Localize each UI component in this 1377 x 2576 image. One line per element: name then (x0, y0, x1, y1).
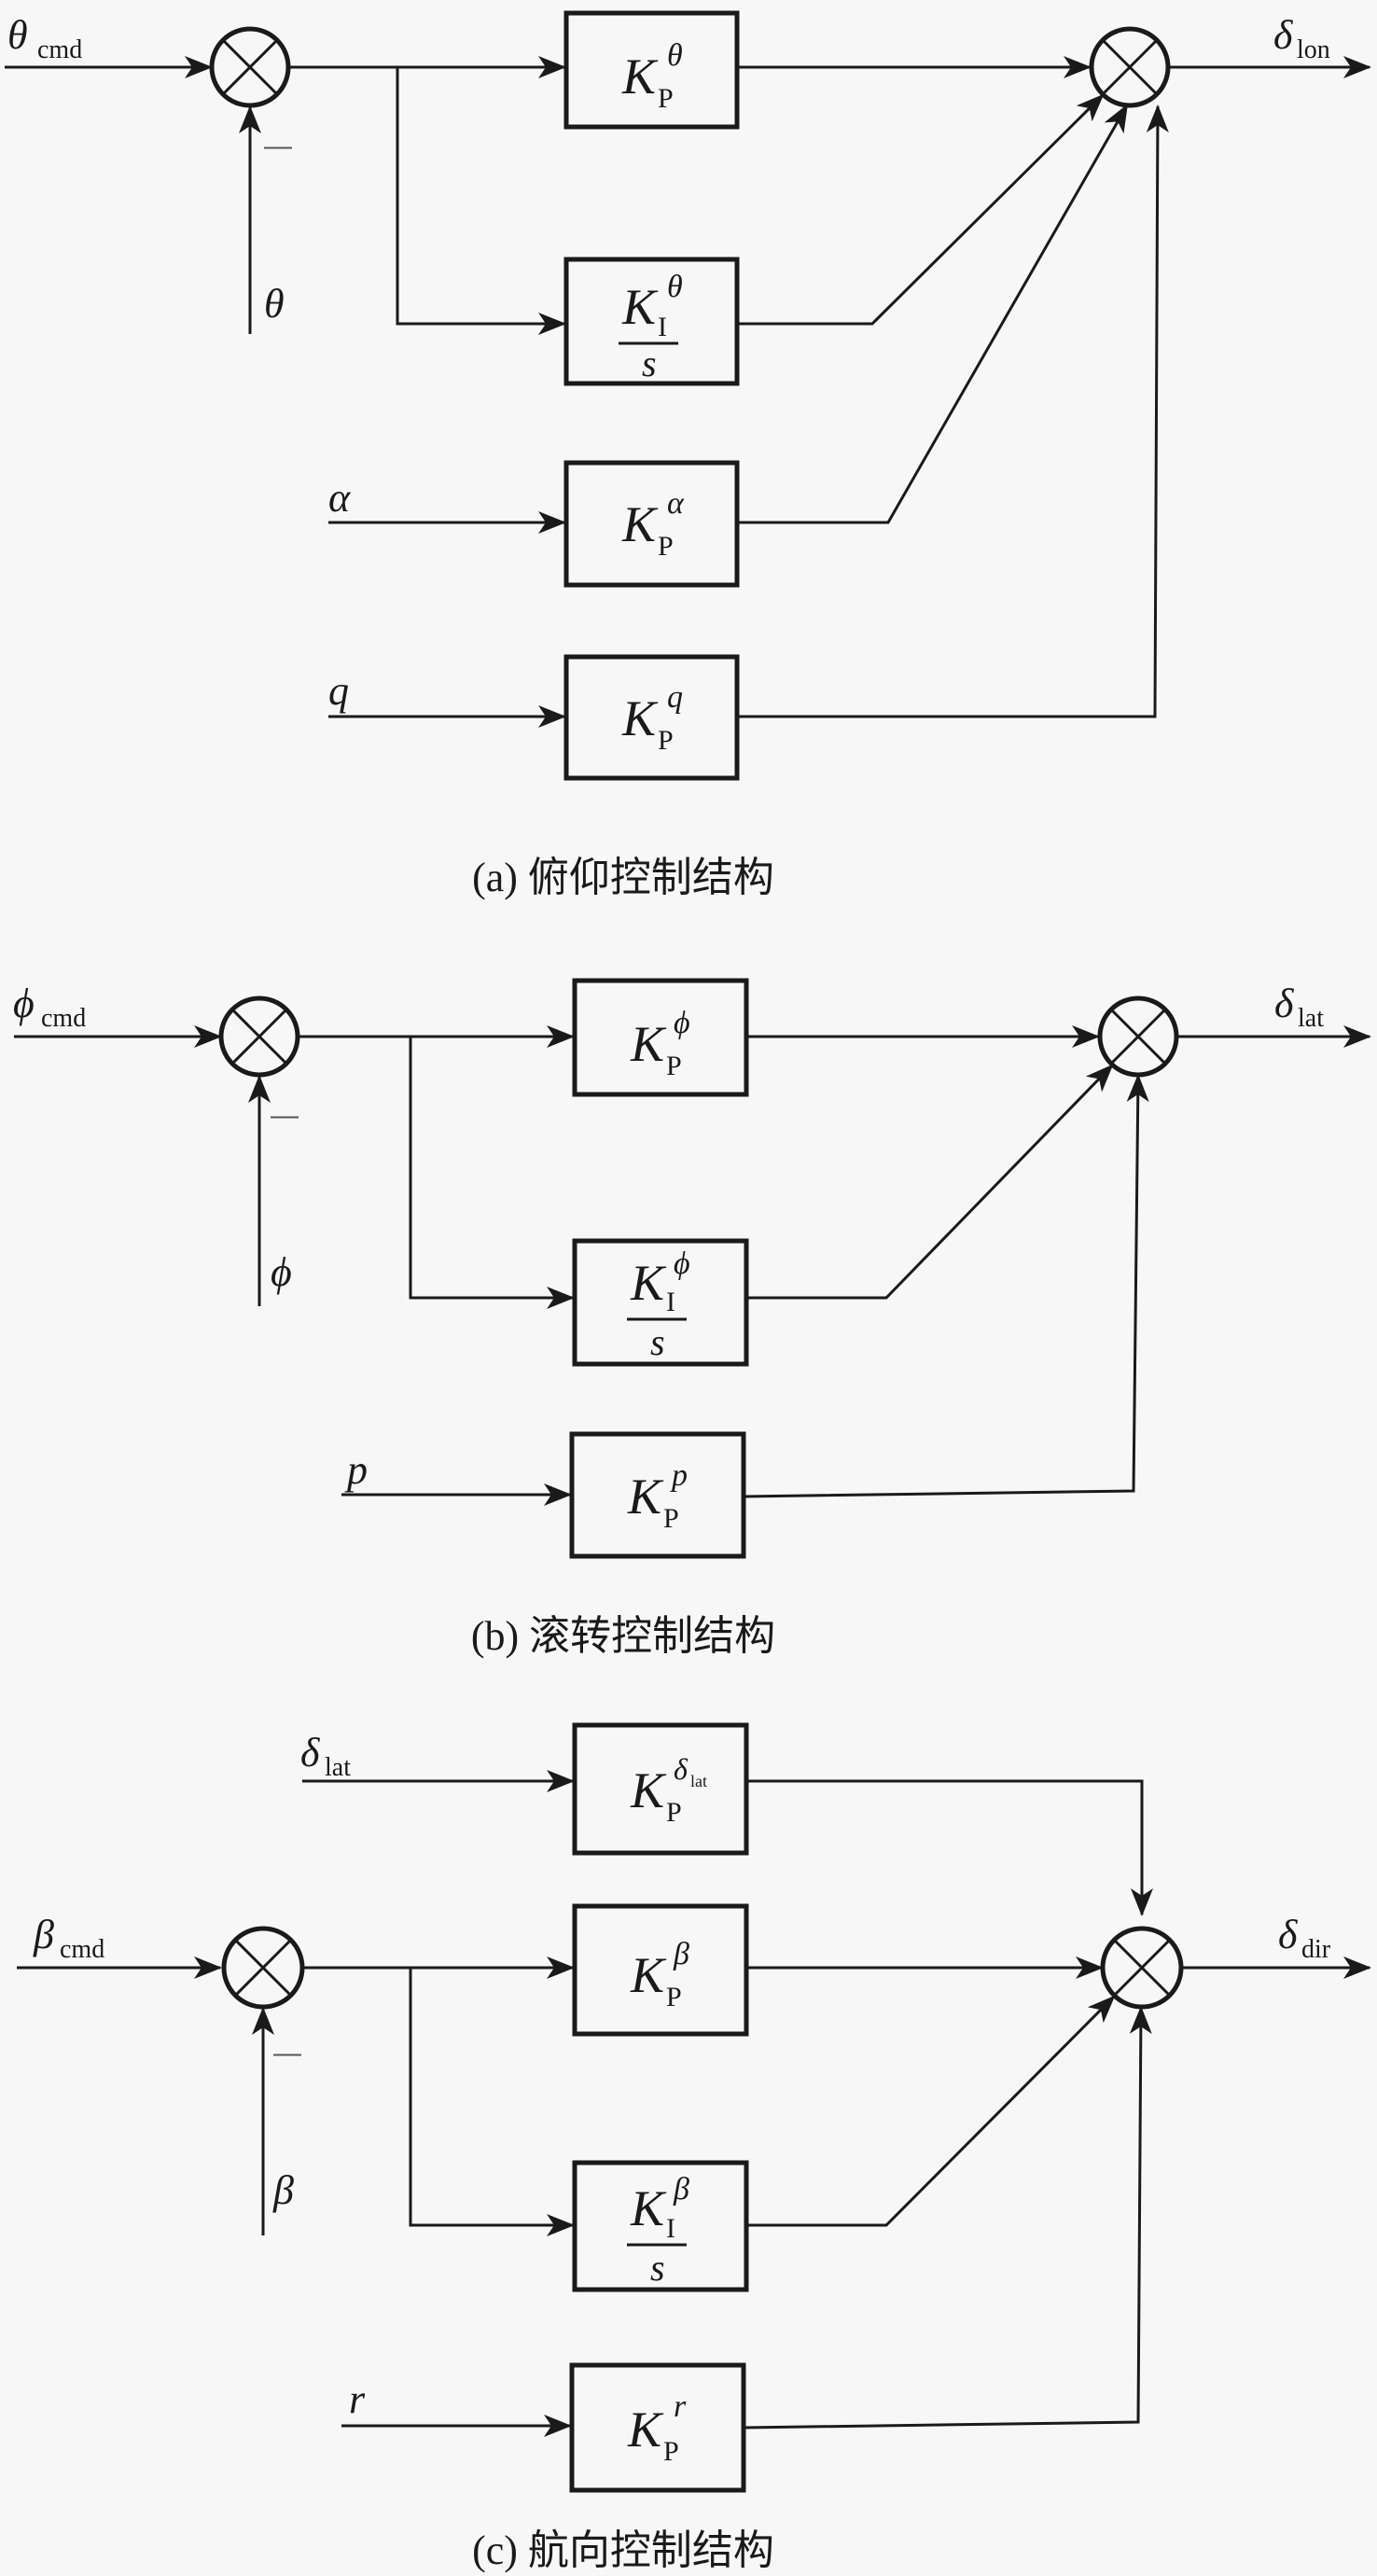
denominator-s: s (642, 342, 657, 384)
delta-lat-input-symbol: δ (300, 1730, 321, 1775)
delta-dir-symbol: δ (1278, 1912, 1299, 1957)
gain-sub: P (663, 1503, 679, 1534)
kp-delta-lat-output-arrow (746, 1779, 1153, 1916)
block-kp-r: K P r (569, 2362, 746, 2493)
block-kp-q: K P q (563, 654, 740, 781)
block-ki-beta: K I β s (572, 2160, 749, 2292)
gain-sup-sub: lat (690, 1772, 707, 1790)
sum-junction-c1 (221, 1926, 305, 2010)
gain-sub: P (666, 1982, 682, 2012)
gain-sub: I (658, 312, 667, 342)
phi-cmd-symbol: ϕ (13, 981, 35, 1026)
gain-sup: p (670, 1458, 688, 1493)
gain-sup: β (673, 2172, 689, 2207)
q-input-label: q (328, 668, 349, 714)
block-kp-theta: K P θ (563, 10, 740, 130)
gain-sub: P (663, 2436, 679, 2467)
gain-sup: β (673, 1937, 689, 1971)
caption-a: (a) 俯仰控制结构 (472, 855, 774, 900)
gain-k: K (630, 1762, 667, 1818)
gain-sup: θ (667, 270, 683, 304)
gain-k: K (630, 1016, 667, 1072)
gain-sup: ϕ (674, 1006, 690, 1040)
delta-lat-input-subscript: lat (325, 1753, 351, 1782)
kp-alpha-output-arrow (737, 104, 1129, 524)
gain-sub: P (666, 1051, 682, 1081)
gain-k: K (630, 2180, 667, 2236)
sum-junction-b2 (1097, 996, 1179, 1078)
block-kp-beta: K P β (572, 1903, 749, 2037)
gain-k: K (621, 496, 659, 552)
block-kp-p: K P p (569, 1431, 746, 1559)
theta-cmd-subscript: cmd (37, 35, 82, 64)
panel-a-pitch-control: θ cmd — θ K P θ K I θ s (5, 10, 1371, 900)
sum-junction-a2 (1089, 26, 1171, 108)
sum-junction-a1 (209, 26, 291, 108)
minus-sign-c: — (273, 2038, 301, 2068)
caption-c: (c) 航向控制结构 (472, 2527, 774, 2573)
beta-cmd-subscript: cmd (60, 1935, 104, 1964)
error-to-ki-beta-arrow (409, 1968, 575, 2236)
gain-sub: P (658, 83, 674, 114)
delta-lat-subscript: lat (1298, 1004, 1324, 1033)
gain-k: K (630, 1255, 667, 1311)
gain-k: K (621, 49, 659, 104)
caption-b: (b) 滚转控制结构 (471, 1613, 775, 1659)
ki-theta-output-arrow (737, 93, 1105, 326)
error-to-ki-phi-arrow (409, 1037, 575, 1309)
ki-beta-output-arrow (746, 1995, 1116, 2227)
gain-sub: P (666, 1797, 682, 1828)
p-input-label: p (344, 1447, 368, 1493)
denominator-s: s (650, 1321, 665, 1363)
gain-sub: P (658, 531, 674, 562)
theta-feedback-label: θ (264, 281, 285, 327)
error-to-ki-theta-arrow (396, 67, 566, 335)
kp-r-output-arrow (743, 2006, 1152, 2430)
gain-k: K (627, 2402, 664, 2458)
gain-k: K (627, 1469, 664, 1525)
gain-sup: δ (674, 1752, 688, 1786)
block-kp-alpha: K P α (563, 460, 740, 588)
sum-junction-c2 (1100, 1926, 1184, 2010)
delta-lat-symbol: δ (1274, 981, 1295, 1026)
beta-cmd-symbol: β (33, 1912, 54, 1957)
panel-c-yaw-control: δ lat K P δ lat β cmd — β K P β (17, 1722, 1371, 2573)
sum-junction-b1 (218, 996, 300, 1078)
kp-q-output-arrow (737, 104, 1169, 718)
gain-sup: ϕ (674, 1246, 690, 1281)
panel-b-roll-control: ϕ cmd — ϕ K P ϕ K I ϕ s p (13, 978, 1371, 1659)
gain-sup: θ (667, 38, 683, 73)
block-kp-phi: K P ϕ (572, 978, 749, 1097)
gain-sub: I (666, 2213, 675, 2244)
block-ki-phi: K I ϕ s (572, 1238, 749, 1367)
beta-feedback-label: β (272, 2167, 294, 2213)
kp-p-output-arrow (743, 1074, 1149, 1498)
gain-k: K (621, 690, 659, 746)
alpha-input-label: α (328, 475, 351, 521)
gain-sub: P (658, 725, 674, 756)
gain-sup: r (674, 2389, 687, 2424)
phi-cmd-subscript: cmd (41, 1004, 86, 1033)
phi-feedback-label: ϕ (271, 1249, 292, 1295)
delta-lon-subscript: lon (1297, 35, 1330, 64)
gain-k: K (621, 279, 659, 335)
r-input-label: r (349, 2376, 366, 2422)
gain-k: K (630, 1947, 667, 2003)
delta-lon-symbol: δ (1273, 12, 1294, 58)
gain-sup: α (667, 486, 685, 521)
ki-phi-output-arrow (746, 1064, 1114, 1300)
gain-sub: I (666, 1287, 675, 1317)
minus-sign-b: — (271, 1100, 299, 1131)
denominator-s: s (650, 2247, 665, 2289)
delta-dir-subscript: dir (1301, 1935, 1331, 1964)
theta-cmd-symbol: θ (7, 12, 28, 58)
block-kp-delta-lat: K P δ lat (572, 1722, 749, 1856)
gain-sup: q (667, 680, 683, 715)
block-ki-theta: K I θ s (563, 257, 740, 386)
minus-sign-a: — (264, 131, 292, 161)
